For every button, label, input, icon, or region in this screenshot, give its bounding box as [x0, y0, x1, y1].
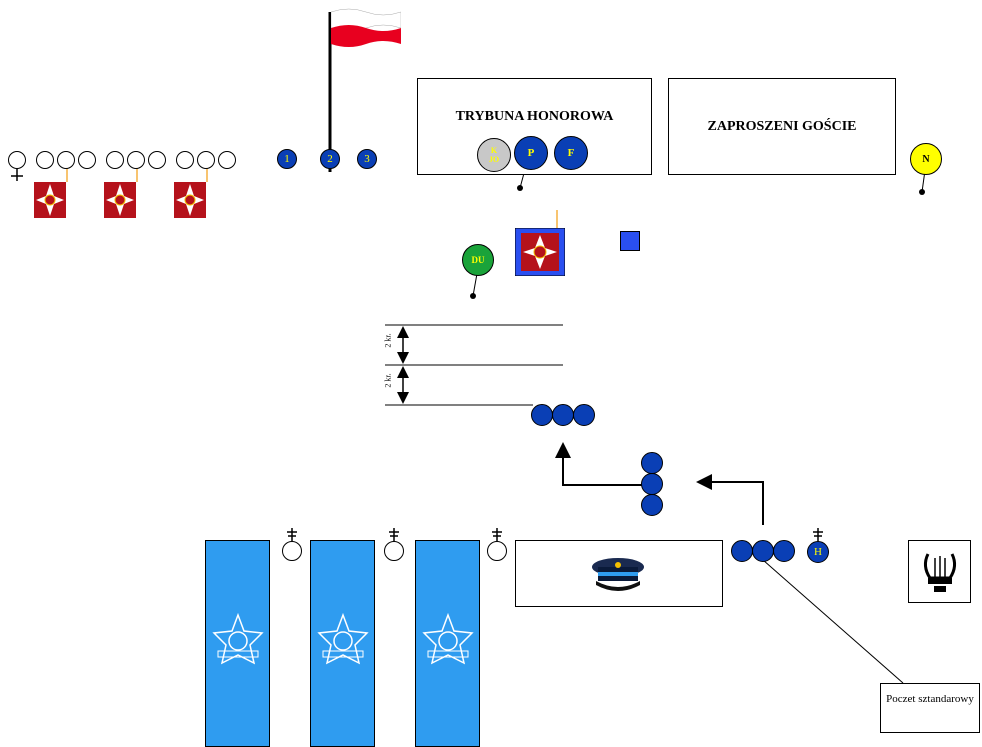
regiment-banner-icon: [104, 182, 136, 218]
poland-flag-icon: [331, 8, 401, 47]
soldier-marker: [197, 151, 215, 169]
fire-service-banner-icon: [310, 540, 375, 747]
du-label: DU: [471, 255, 485, 265]
spacing-label-2: 2 kr.: [383, 373, 393, 388]
poczet-member-marker: [752, 540, 774, 562]
du-leader-dot: [470, 293, 476, 299]
caption-box: Poczet sztandarowy: [880, 683, 980, 733]
h-marker: H: [807, 541, 829, 563]
caption-leader-line: [762, 559, 904, 684]
spacing-label-1: 2 kr.: [383, 333, 393, 348]
soldier-marker: [57, 151, 75, 169]
marker-1-label: 1: [284, 153, 290, 165]
marker-2: 2: [320, 149, 340, 169]
soldier-marker: [148, 151, 166, 169]
lyre-icon: [923, 553, 957, 592]
invited-guests-title: ZAPROSZENI GOŚCIE: [707, 119, 857, 134]
cross-marks: [287, 528, 823, 541]
soldier-marker-blue: [641, 494, 663, 516]
standard-bearer-marker: [487, 541, 507, 561]
soldier-marker: [106, 151, 124, 169]
soldier-marker: [218, 151, 236, 169]
f-label: F: [567, 147, 575, 159]
president-label: P: [527, 147, 535, 159]
soldier-marker: [78, 151, 96, 169]
soldier-marker-blue: [641, 452, 663, 474]
n-label: N: [922, 153, 930, 165]
poczet-member-marker: [731, 540, 753, 562]
n-leader-dot: [919, 189, 925, 195]
fire-service-banner-icon: [415, 540, 480, 747]
regiment-banner-icon: [515, 228, 565, 276]
fire-service-banner-icon: [205, 540, 270, 747]
caption-text: Poczet sztandarowy: [886, 693, 974, 705]
n-marker: N: [910, 143, 942, 175]
f-marker: F: [554, 136, 588, 170]
female-symbol: [8, 151, 26, 169]
blue-square-marker: [620, 231, 640, 251]
soldier-marker-blue: [641, 473, 663, 495]
president-leader-dot: [517, 185, 523, 191]
officer-cap-icon: [592, 558, 644, 591]
poczet-member-marker: [773, 540, 795, 562]
kjo-label-1: K: [490, 146, 498, 155]
standard-bearer-marker: [282, 541, 302, 561]
marker-3-label: 3: [364, 153, 370, 165]
kjo-label-2: JO: [488, 155, 500, 164]
soldier-marker: [127, 151, 145, 169]
officer-cap-box: [515, 540, 723, 607]
kjo-marker: K JO: [477, 138, 511, 172]
soldier-marker-blue: [552, 404, 574, 426]
marker-3: 3: [357, 149, 377, 169]
regiment-banner-icon: [34, 182, 66, 218]
honorary-stand-title: TRYBUNA HONOROWA: [455, 109, 614, 124]
soldier-marker: [36, 151, 54, 169]
invited-guests-box: ZAPROSZENI GOŚCIE: [668, 78, 896, 175]
soldier-marker-blue: [531, 404, 553, 426]
marker-2-label: 2: [327, 153, 333, 165]
arrow-left-icon: [700, 481, 764, 525]
orchestra-box: [908, 540, 971, 603]
h-label: H: [814, 546, 822, 558]
du-marker: DU: [462, 244, 494, 276]
soldier-marker: [176, 151, 194, 169]
standard-bearer-marker: [384, 541, 404, 561]
president-marker: P: [514, 136, 548, 170]
arrow-up-icon: [562, 450, 643, 486]
regiment-banner-icon: [174, 182, 206, 218]
marker-1: 1: [277, 149, 297, 169]
soldier-marker-blue: [573, 404, 595, 426]
